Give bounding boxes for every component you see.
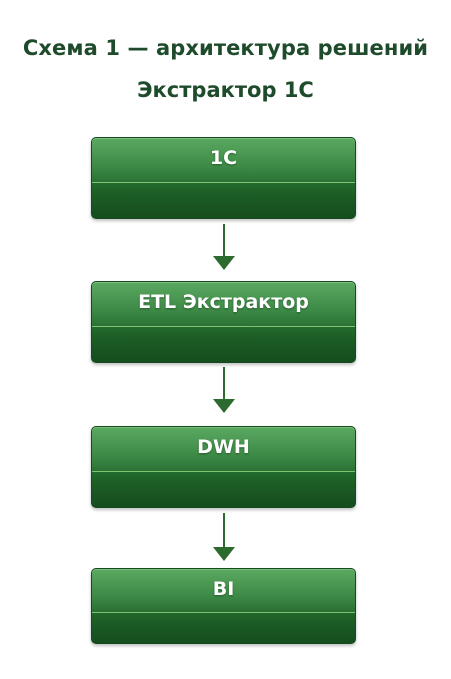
arrow-shaft	[223, 224, 225, 257]
node-bi: BI	[91, 568, 356, 644]
node-gloss	[92, 138, 355, 182]
diagram-title: Схема 1 — архитектура решений	[22, 36, 429, 60]
arrow-shaft	[223, 513, 225, 548]
node-label: 1С	[209, 147, 238, 169]
arrow-head	[213, 256, 235, 270]
node-label: ETL Экстрактор	[138, 291, 309, 313]
diagram-subtitle: Экстрактор 1С	[137, 78, 314, 102]
arrow-down-icon	[213, 513, 235, 561]
node-label: BI	[212, 578, 235, 600]
node-divider	[92, 326, 355, 327]
node-divider	[92, 612, 355, 613]
node-gloss	[92, 282, 355, 326]
arrow-down-icon	[213, 367, 235, 413]
node-divider	[92, 471, 355, 472]
arrow-head	[213, 547, 235, 561]
node-gloss	[92, 427, 355, 471]
node-1c: 1С	[91, 137, 356, 219]
node-divider	[92, 182, 355, 183]
arrow-down-icon	[213, 224, 235, 270]
node-dwh: DWH	[91, 426, 356, 508]
node-etl-extractor: ETL Экстрактор	[91, 281, 356, 363]
arrow-shaft	[223, 367, 225, 400]
node-label: DWH	[197, 436, 250, 458]
arrow-head	[213, 399, 235, 413]
node-gloss	[92, 569, 355, 613]
